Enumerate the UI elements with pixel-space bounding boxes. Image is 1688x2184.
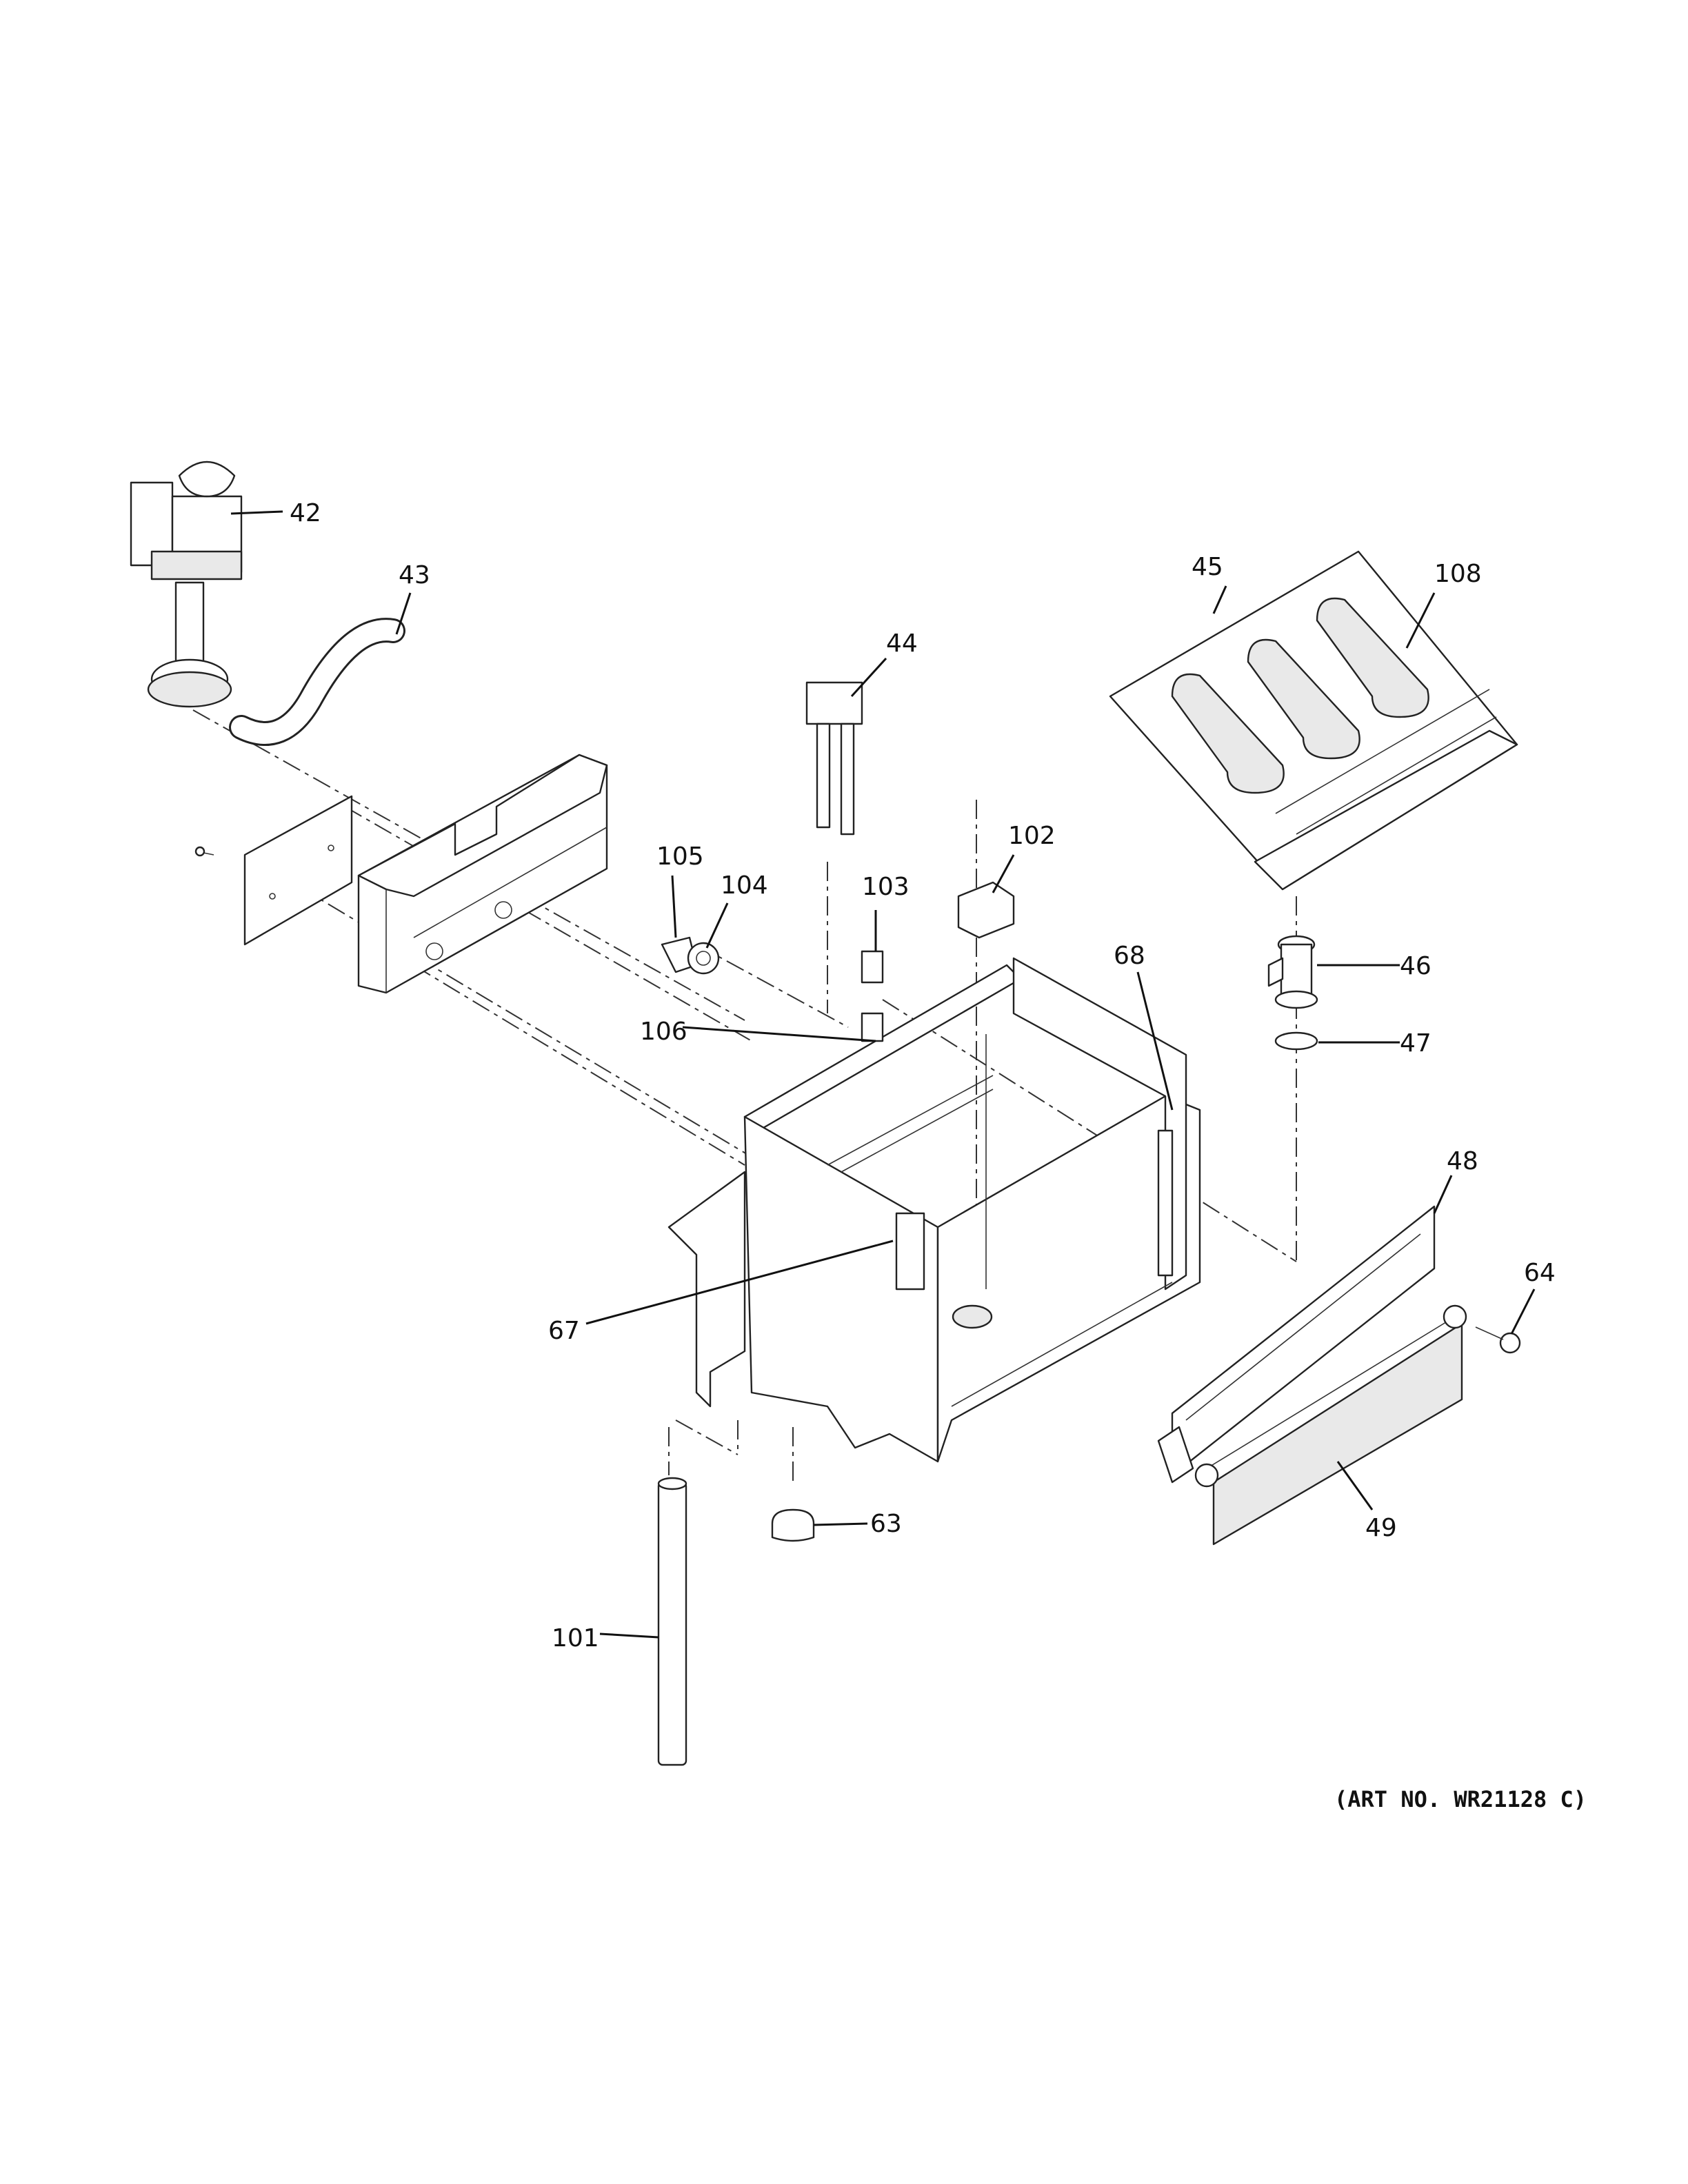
part-105-104-fittings [661, 936, 720, 975]
leader-lines [230, 510, 1536, 1639]
callout-44: 44 [886, 629, 918, 658]
callout-68: 68 [1114, 942, 1145, 970]
part-43-hose [229, 618, 405, 746]
callout-46: 46 [1400, 952, 1431, 980]
callout-63: 63 [870, 1510, 902, 1538]
callout-47: 47 [1400, 1029, 1431, 1058]
callout-labels: 42 43 44 45 108 102 105 104 103 68 46 47… [290, 499, 1556, 1652]
callout-43: 43 [399, 561, 430, 589]
part-47-o-ring [1274, 1031, 1318, 1051]
callout-48: 48 [1447, 1147, 1478, 1175]
callout-42: 42 [290, 499, 321, 527]
alignment-lines [192, 709, 1297, 1482]
part-103-clip [861, 950, 884, 984]
art-number: (ART NO. WR21128 C) [1334, 1786, 1587, 1812]
part-48-door-panel [1157, 1205, 1436, 1484]
callout-67: 67 [548, 1317, 580, 1345]
callout-106: 106 [640, 1018, 687, 1046]
callout-64: 64 [1524, 1259, 1556, 1287]
callout-103: 103 [862, 873, 910, 901]
callout-105: 105 [656, 842, 704, 871]
rear-cover-panel [357, 754, 608, 994]
part-101-tube [657, 1477, 687, 1766]
callout-108: 108 [1434, 560, 1482, 588]
callout-49: 49 [1365, 1514, 1397, 1542]
part-49-comb-rack [1194, 1304, 1467, 1546]
callout-101: 101 [552, 1624, 599, 1652]
ice-bucket-housing [667, 957, 1201, 1463]
gasket-plate [194, 795, 353, 946]
part-45-ice-tray [1109, 550, 1518, 891]
callout-102: 102 [1008, 822, 1056, 850]
part-63-foot [771, 1508, 815, 1542]
part-64-screw [1475, 1326, 1521, 1354]
callout-45: 45 [1192, 553, 1223, 581]
part-46-outlet-fitting [1267, 935, 1318, 1009]
part-44-bracket [805, 681, 863, 836]
part-102-block [957, 881, 1015, 939]
callout-104: 104 [721, 871, 768, 900]
part-42-auger-motor [130, 461, 243, 708]
